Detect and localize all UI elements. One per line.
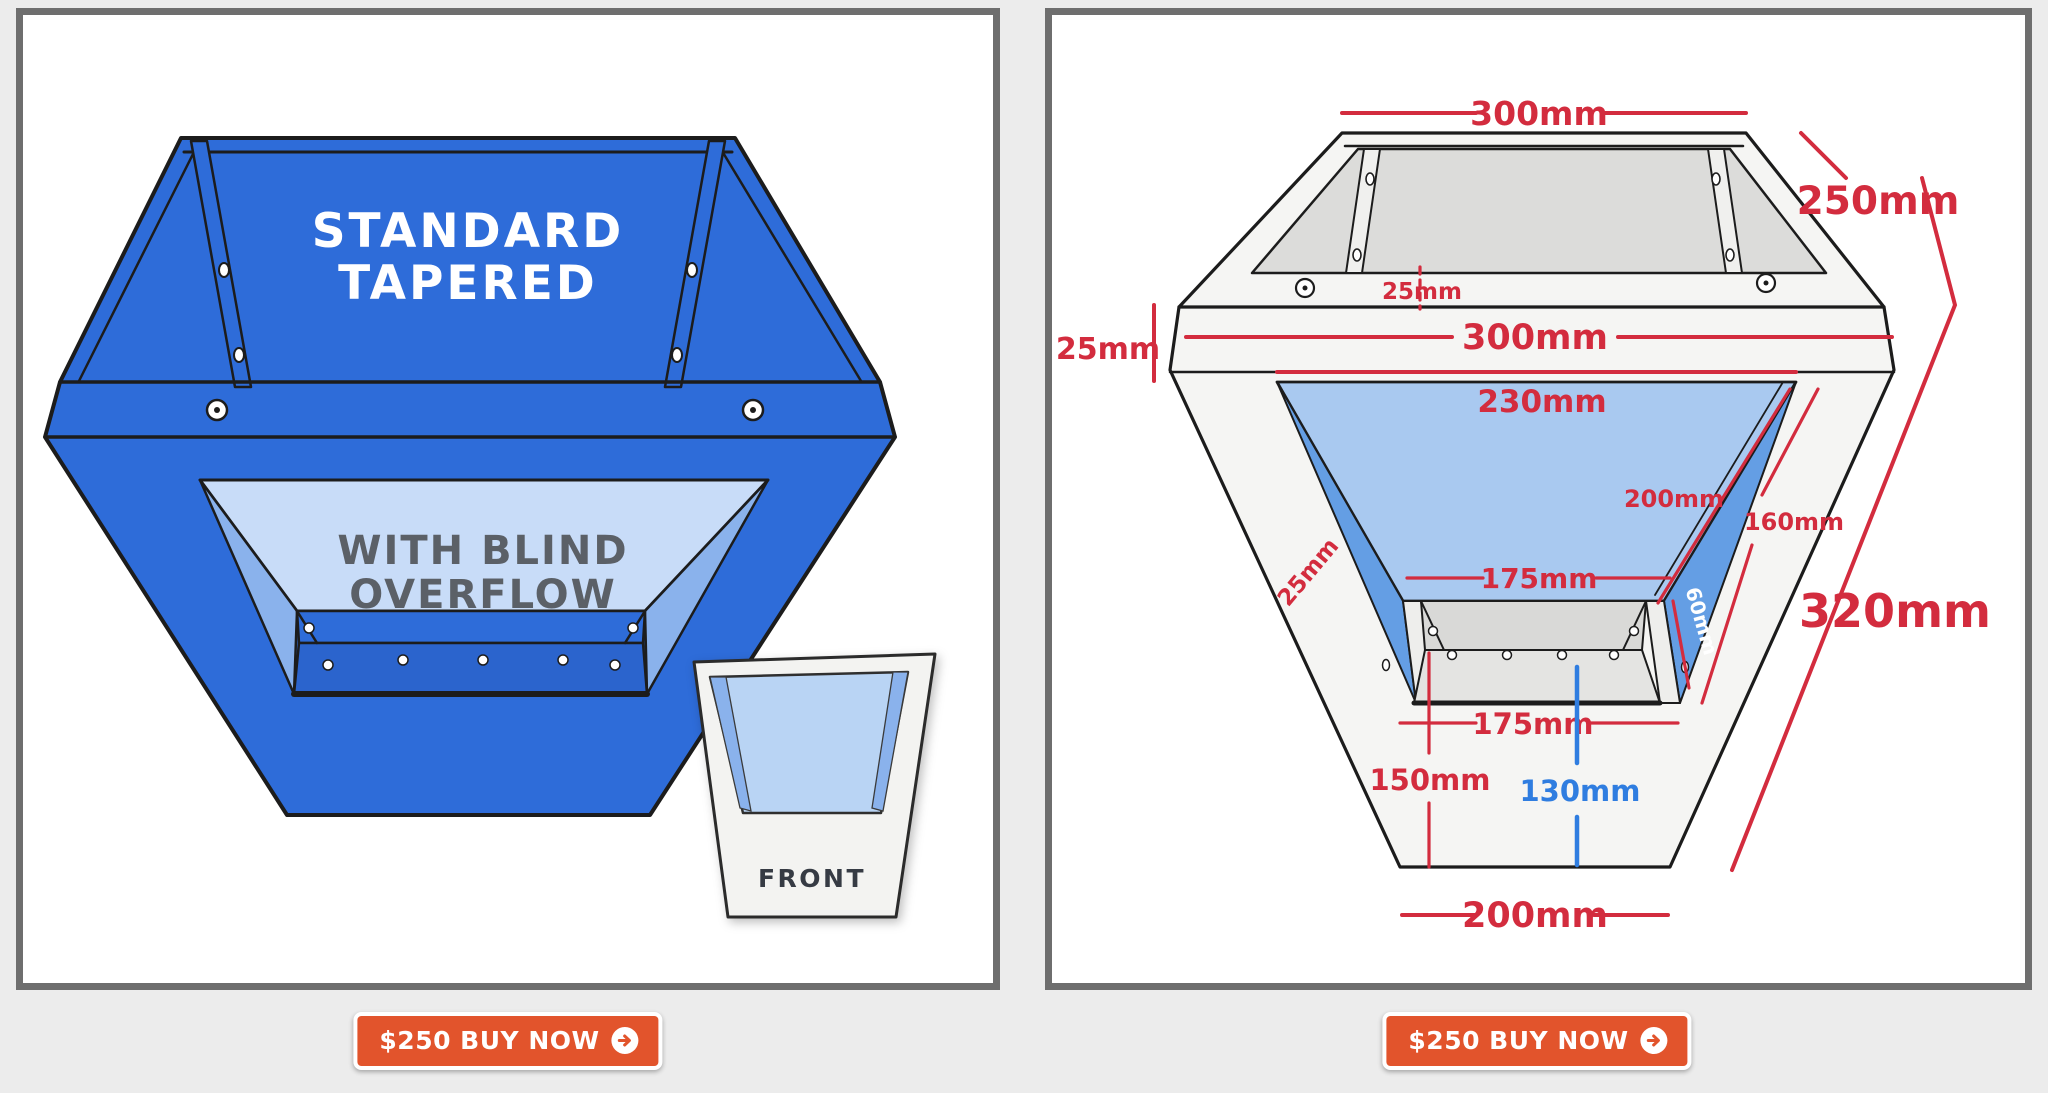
dim-overall-height-label: 320mm xyxy=(1799,584,1991,638)
rivet xyxy=(218,262,230,278)
rivet xyxy=(1556,649,1568,661)
hopper-dimension-diagram: 300mm 250mm 25mm 25mm 300mm 230mm 200mm … xyxy=(1056,94,1991,936)
dim-lip-inset-label: 25mm xyxy=(1382,279,1462,305)
window-left-wall xyxy=(198,478,299,696)
dim-window-slope-line xyxy=(1656,387,1792,605)
rivet xyxy=(397,654,409,666)
window-right-wall xyxy=(643,478,770,696)
standard-tapered-hopper-illustration: STANDARD TAPERED WITH BLIND OVERFLOW FRO… xyxy=(43,136,937,919)
dim-rim-width-label: 300mm xyxy=(1462,318,1608,358)
buy-now-label: $250 BUY NOW xyxy=(379,1026,600,1055)
arrow-right-icon xyxy=(1640,1027,1668,1054)
left-edge-line xyxy=(77,144,199,383)
rivet xyxy=(1352,248,1362,262)
rivet xyxy=(671,347,683,363)
buy-now-button-right[interactable]: $250 BUY NOW xyxy=(1382,1012,1692,1070)
dim-side-slope-line xyxy=(1700,387,1820,705)
top-back-panel xyxy=(1250,147,1828,275)
dim-top-depth-line xyxy=(1799,131,1848,180)
rivet xyxy=(686,262,698,278)
dim-overflow-width-label: 175mm xyxy=(1481,562,1598,595)
dim-window-width-label: 230mm xyxy=(1477,384,1606,420)
dim-top-width-label: 300mm xyxy=(1470,94,1608,133)
dim-front-height-label: 150mm xyxy=(1370,763,1491,797)
arrow-right-icon xyxy=(611,1027,639,1054)
product-title-line1: STANDARD xyxy=(312,204,625,259)
pocket-corner-plates xyxy=(1420,600,1647,651)
overflow-label-line2: OVERFLOW xyxy=(349,572,617,618)
front-view-label: FRONT xyxy=(758,864,866,893)
rivet xyxy=(1711,172,1721,186)
window-frame-line xyxy=(1654,381,1784,596)
grommet-center xyxy=(750,407,756,413)
rivet xyxy=(233,347,245,363)
right-edge-line xyxy=(717,144,863,383)
pocket-back xyxy=(1420,600,1647,651)
rivet xyxy=(1365,172,1375,186)
dim-overflow-drop-line xyxy=(1671,599,1691,690)
buy-now-button-left[interactable]: $250 BUY NOW xyxy=(353,1012,663,1070)
rivet xyxy=(1608,649,1620,661)
dim-internal-height-label: 130mm xyxy=(1520,774,1641,808)
rivet xyxy=(557,654,569,666)
rivet xyxy=(477,654,489,666)
dim-outlet-width-label: 175mm xyxy=(1473,707,1594,741)
front-view-right-wall xyxy=(871,671,909,812)
grommet-center xyxy=(214,407,220,413)
rivet xyxy=(322,659,334,671)
dim-height-extent-line xyxy=(1730,176,1958,872)
rivet xyxy=(303,622,315,634)
product-illustration-card: STANDARD TAPERED WITH BLIND OVERFLOW FRO… xyxy=(16,8,1000,990)
rivet xyxy=(1501,649,1513,661)
dim-rim-height-label: 25mm xyxy=(1056,332,1160,367)
rivet xyxy=(1427,625,1439,637)
dim-top-depth-label: 250mm xyxy=(1797,179,1960,224)
rivet xyxy=(1725,248,1735,262)
dim-base-width-label: 200mm xyxy=(1462,896,1608,936)
pocket-floor xyxy=(292,641,649,696)
rivet xyxy=(1628,625,1640,637)
front-view-inset: FRONT xyxy=(692,652,937,919)
dimension-diagram-card: 300mm 250mm 25mm 25mm 300mm 230mm 200mm … xyxy=(1045,8,2032,990)
dim-side-slope-label: 160mm xyxy=(1744,508,1844,536)
rivet xyxy=(1446,649,1458,661)
product-title-line2: TAPERED xyxy=(338,256,598,311)
grommet-center xyxy=(1763,280,1769,286)
buy-now-label: $250 BUY NOW xyxy=(1408,1026,1629,1055)
front-view-left-wall xyxy=(709,676,752,812)
dim-window-slope-label: 200mm xyxy=(1624,485,1724,513)
rivet xyxy=(1381,658,1391,672)
rivet xyxy=(627,622,639,634)
overflow-label-line1: WITH BLIND xyxy=(337,528,628,574)
grommet-center xyxy=(1302,285,1308,291)
rivet xyxy=(609,659,621,671)
